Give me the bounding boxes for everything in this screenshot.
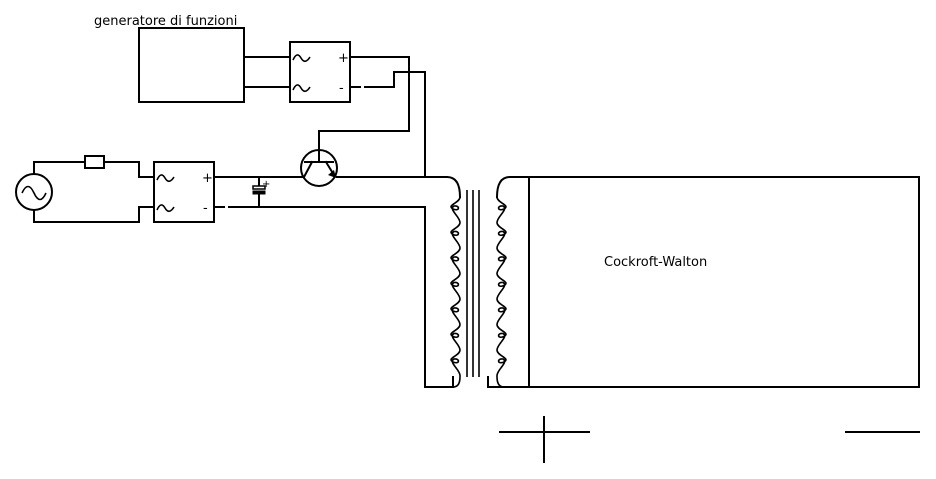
secondary-lead-bottom xyxy=(487,376,530,388)
coil-winding xyxy=(450,196,461,376)
ac-icon xyxy=(292,54,311,63)
coil-lead xyxy=(452,375,461,388)
coil-lead xyxy=(496,375,505,388)
resistor xyxy=(84,155,105,169)
wire-rect-left-minus-to-primary xyxy=(228,206,454,388)
wire-source-bottom xyxy=(33,206,155,223)
ac-icon xyxy=(156,204,175,213)
ac-source xyxy=(15,173,53,211)
function-generator-box xyxy=(138,27,245,103)
wire-rect-top-plus-to-base xyxy=(318,56,410,151)
bridge-rectifier-top: + - xyxy=(289,41,351,103)
function-generator-label: generatore di funzioni xyxy=(94,14,237,29)
npn-transistor xyxy=(300,149,338,187)
cockcroft-walton-label: Cockroft-Walton xyxy=(604,255,707,270)
electrolytic-capacitor: + xyxy=(252,176,270,208)
plus-terminal-label: + xyxy=(202,171,213,186)
transformer xyxy=(450,190,507,388)
cockcroft-walton-block xyxy=(509,176,920,388)
sine-icon xyxy=(21,185,47,201)
minus-terminal-label: - xyxy=(203,201,208,216)
capacitor-polarity-label: + xyxy=(262,179,270,190)
wire-source-top xyxy=(33,161,86,175)
primary-coil xyxy=(450,196,461,388)
coil-winding xyxy=(496,196,507,376)
wire-resistor-to-rect xyxy=(103,161,155,178)
secondary-coil xyxy=(496,196,507,388)
primary-lead-top xyxy=(445,175,462,199)
wire-rect-top-minus-to-primary xyxy=(364,71,426,178)
plus-terminal-label: + xyxy=(338,51,349,66)
secondary-lead-top xyxy=(495,175,512,199)
minus-terminal-label: - xyxy=(339,81,344,96)
ac-icon xyxy=(292,84,311,93)
ac-icon xyxy=(156,174,175,183)
bridge-rectifier-left: + - xyxy=(153,161,215,223)
emitter-arrow-icon xyxy=(328,170,336,178)
